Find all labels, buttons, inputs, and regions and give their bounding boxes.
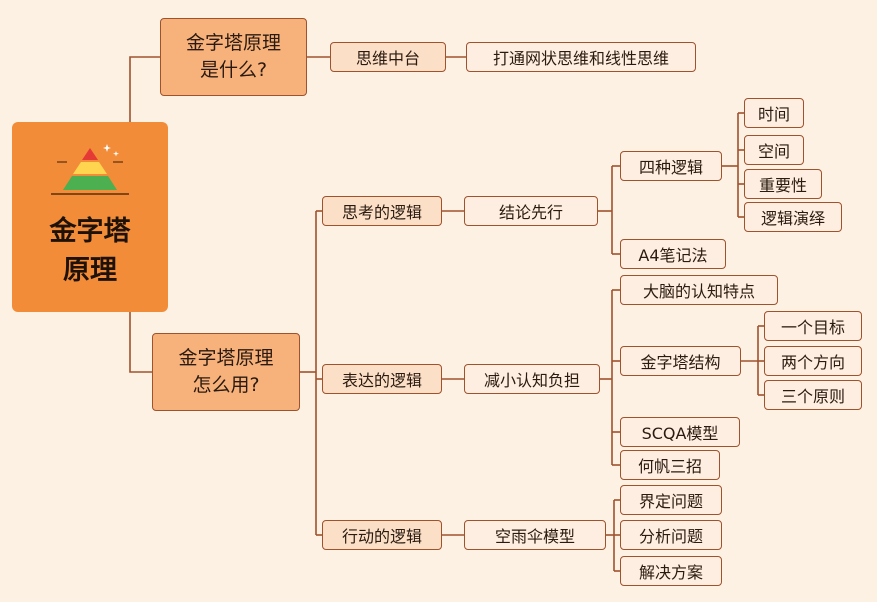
leaf-deduction[interactable]: 逻辑演绎 xyxy=(744,202,842,232)
leaf-three-principles[interactable]: 三个原则 xyxy=(764,380,862,410)
branch-how[interactable]: 金字塔原理 怎么用? xyxy=(152,333,300,411)
leaf-connect-thinking[interactable]: 打通网状思维和线性思维 xyxy=(466,42,696,72)
node-expression-logic[interactable]: 表达的逻辑 xyxy=(322,364,442,394)
node-action-logic[interactable]: 行动的逻辑 xyxy=(322,520,442,550)
root-title: 金字塔 原理 xyxy=(49,216,131,286)
leaf-analyze-problem[interactable]: 分析问题 xyxy=(620,520,722,550)
leaf-define-problem[interactable]: 界定问题 xyxy=(620,485,722,515)
node-sky-rain-umbrella[interactable]: 空雨伞模型 xyxy=(464,520,606,550)
pyramid-icon xyxy=(51,144,129,195)
leaf-importance[interactable]: 重要性 xyxy=(744,169,822,199)
node-scqa[interactable]: SCQA模型 xyxy=(620,417,740,447)
node-thinking-platform[interactable]: 思维中台 xyxy=(330,42,446,72)
node-reduce-cognitive-load[interactable]: 减小认知负担 xyxy=(464,364,600,394)
node-pyramid-structure[interactable]: 金字塔结构 xyxy=(620,346,741,376)
node-brain-traits[interactable]: 大脑的认知特点 xyxy=(620,275,778,305)
leaf-space[interactable]: 空间 xyxy=(744,135,804,165)
node-four-logic[interactable]: 四种逻辑 xyxy=(620,151,722,181)
node-conclusion-first[interactable]: 结论先行 xyxy=(464,196,598,226)
root-node[interactable]: 金字塔 原理 xyxy=(12,122,168,312)
node-thinking-logic[interactable]: 思考的逻辑 xyxy=(322,196,442,226)
leaf-one-goal[interactable]: 一个目标 xyxy=(764,311,862,341)
leaf-time[interactable]: 时间 xyxy=(744,98,804,128)
node-a4-notes[interactable]: A4笔记法 xyxy=(620,239,726,269)
leaf-two-directions[interactable]: 两个方向 xyxy=(764,346,862,376)
node-hefan-three[interactable]: 何帆三招 xyxy=(620,450,720,480)
branch-what[interactable]: 金字塔原理 是什么? xyxy=(160,18,307,96)
leaf-solution[interactable]: 解决方案 xyxy=(620,556,722,586)
